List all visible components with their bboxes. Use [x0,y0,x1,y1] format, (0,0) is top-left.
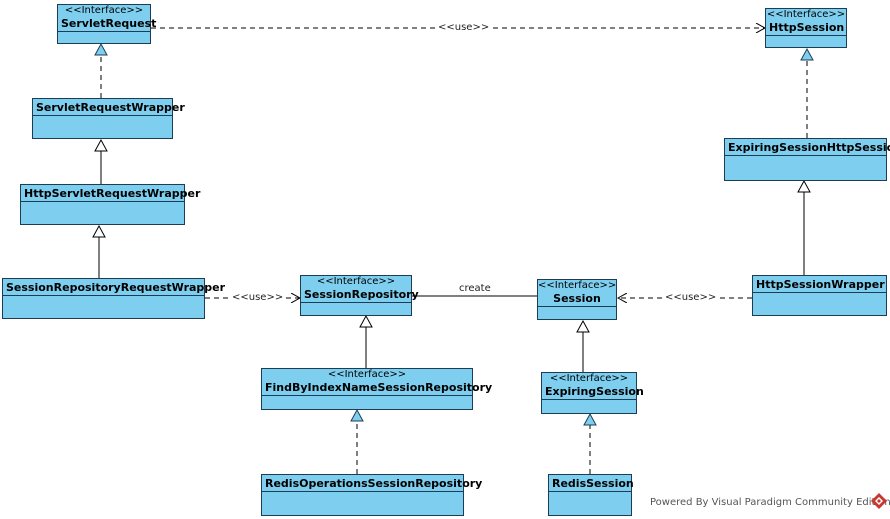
stereotype-label: <<Interface>> [549,373,629,384]
class-redis-operations-session-repository[interactable]: RedisOperationsSessionRepository [261,474,483,516]
use-label-left: <<use>> [230,292,286,304]
realization-triangle-findbyindexname [350,408,364,422]
class-header: <<Interface>> FindByIndexNameSessionRepo… [262,369,493,396]
realization-triangle-expiringsession [583,412,597,426]
use-label-right: <<use>> [663,292,719,304]
stereotype-label: <<Interface>> [538,280,617,291]
generalization-triangle-expiringsessionhttpsession [797,179,811,193]
class-header: ServletRequestWrapper [33,99,185,116]
use-label-top: <<use>> [436,22,492,34]
class-redis-session[interactable]: RedisSession [548,474,634,516]
generalization-triangle-session [576,319,590,333]
visual-paradigm-logo-icon [871,493,887,509]
class-header: <<Interface>> Session [538,280,616,307]
create-label: create [459,283,491,294]
class-http-session[interactable]: <<Interface>> HttpSession [765,8,847,48]
stereotype-label: <<Interface>> [766,9,846,20]
class-name: RedisSession [552,477,634,490]
class-session[interactable]: <<Interface>> Session [537,279,617,320]
class-header: RedisOperationsSessionRepository [262,475,483,492]
stereotype-label: <<Interface>> [64,5,144,16]
class-header: RedisSession [549,475,634,492]
class-name: HttpSession [769,21,845,34]
class-http-session-wrapper[interactable]: HttpSessionWrapper [752,275,887,316]
class-servlet-request-wrapper[interactable]: ServletRequestWrapper [32,98,185,139]
generalization-triangle-httpservletrequestwrapper [92,224,106,238]
stereotype-label: <<Interface>> [327,369,407,380]
class-name: HttpServletRequestWrapper [24,187,201,200]
class-name: RedisOperationsSessionRepository [265,477,483,490]
class-header: HttpSessionWrapper [753,276,886,293]
class-find-by-index-name-session-repository[interactable]: <<Interface>> FindByIndexNameSessionRepo… [261,368,493,410]
class-servlet-request[interactable]: <<Interface>> ServletRequest [57,4,157,44]
generalization-triangle-sessionrepository [359,314,373,328]
realization-triangle-httpsession [800,47,814,61]
class-header: <<Interface>> SessionRepository [301,276,419,303]
class-name: HttpSessionWrapper [756,278,885,291]
class-session-repository-request-wrapper[interactable]: SessionRepositoryRequestWrapper [2,278,226,319]
class-header: <<Interface>> HttpSession [766,9,846,36]
class-header: HttpServletRequestWrapper [21,185,201,202]
class-header: ExpiringSessionHttpSession [725,139,890,156]
class-header: <<Interface>> ExpiringSession [542,373,644,400]
class-header: <<Interface>> ServletRequest [58,5,157,32]
class-expiring-session[interactable]: <<Interface>> ExpiringSession [541,372,644,414]
stereotype-label: <<Interface>> [316,276,396,287]
class-header: SessionRepositoryRequestWrapper [3,279,226,296]
powered-by-footer: Powered By Visual Paradigm Community Edi… [650,497,890,508]
class-name: SessionRepository [304,288,419,301]
class-name: SessionRepositoryRequestWrapper [6,281,226,294]
realization-triangle-servletrequest [94,42,108,56]
class-expiring-session-http-session[interactable]: ExpiringSessionHttpSession [724,138,890,181]
class-name: ServletRequest [61,17,157,30]
class-name: ExpiringSession [545,385,644,398]
class-name: FindByIndexNameSessionRepository [265,381,493,394]
class-http-servlet-request-wrapper[interactable]: HttpServletRequestWrapper [20,184,201,225]
class-name: ExpiringSessionHttpSession [728,141,890,154]
class-name: Session [553,292,601,305]
class-name: ServletRequestWrapper [36,101,185,114]
generalization-triangle-servletrequestwrapper [94,138,108,152]
class-session-repository[interactable]: <<Interface>> SessionRepository [300,275,419,316]
